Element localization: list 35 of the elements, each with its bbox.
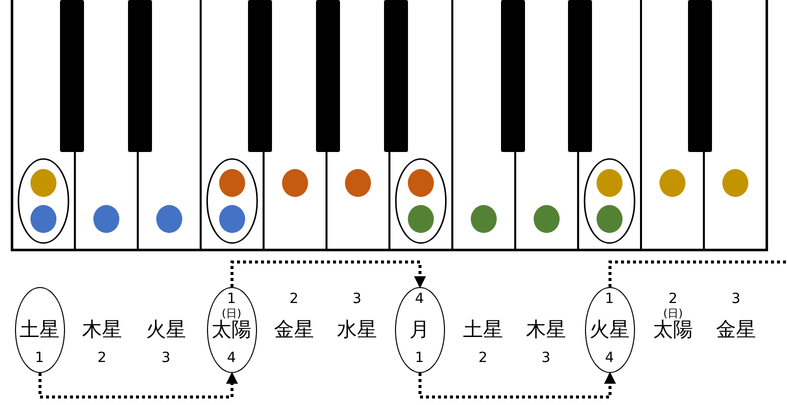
number: 2 (98, 351, 106, 365)
planet-name: 金星 (716, 319, 756, 339)
number: 1 (227, 292, 236, 306)
number: 1 (35, 350, 44, 364)
ellipse-outline (585, 287, 635, 373)
planet-name: 金星 (274, 319, 314, 339)
planet-name: 火星 (590, 318, 630, 338)
planet-name: 月 (410, 318, 430, 338)
dotted-arrow (230, 260, 426, 288)
number: 1 (415, 350, 424, 364)
number: 3 (732, 292, 740, 306)
ellipse-outline (207, 287, 257, 373)
day-note: (日) (663, 308, 683, 319)
planet-name: 太陽 (653, 319, 693, 339)
number: 2 (290, 292, 298, 306)
number: 3 (542, 351, 550, 365)
ellipse-outline (15, 287, 65, 373)
planet-name: 土星 (463, 319, 503, 339)
dotted-arrow (38, 372, 238, 398)
number: 2 (668, 292, 678, 306)
planet-name: 水星 (337, 319, 377, 339)
planet-name: 土星 (20, 318, 60, 338)
day-note: (日) (222, 308, 242, 318)
planet-name: 太陽 (212, 318, 252, 338)
number: 3 (162, 351, 170, 365)
number: 2 (478, 351, 488, 365)
number: 4 (605, 350, 614, 364)
number: 1 (605, 292, 614, 306)
number: 4 (227, 350, 236, 364)
ellipse-outline (395, 287, 445, 373)
dotted-arrow (418, 372, 616, 398)
number: 4 (415, 292, 424, 306)
planet-name: 火星 (146, 319, 186, 339)
number: 3 (352, 292, 362, 306)
planet-name: 木星 (526, 319, 566, 339)
